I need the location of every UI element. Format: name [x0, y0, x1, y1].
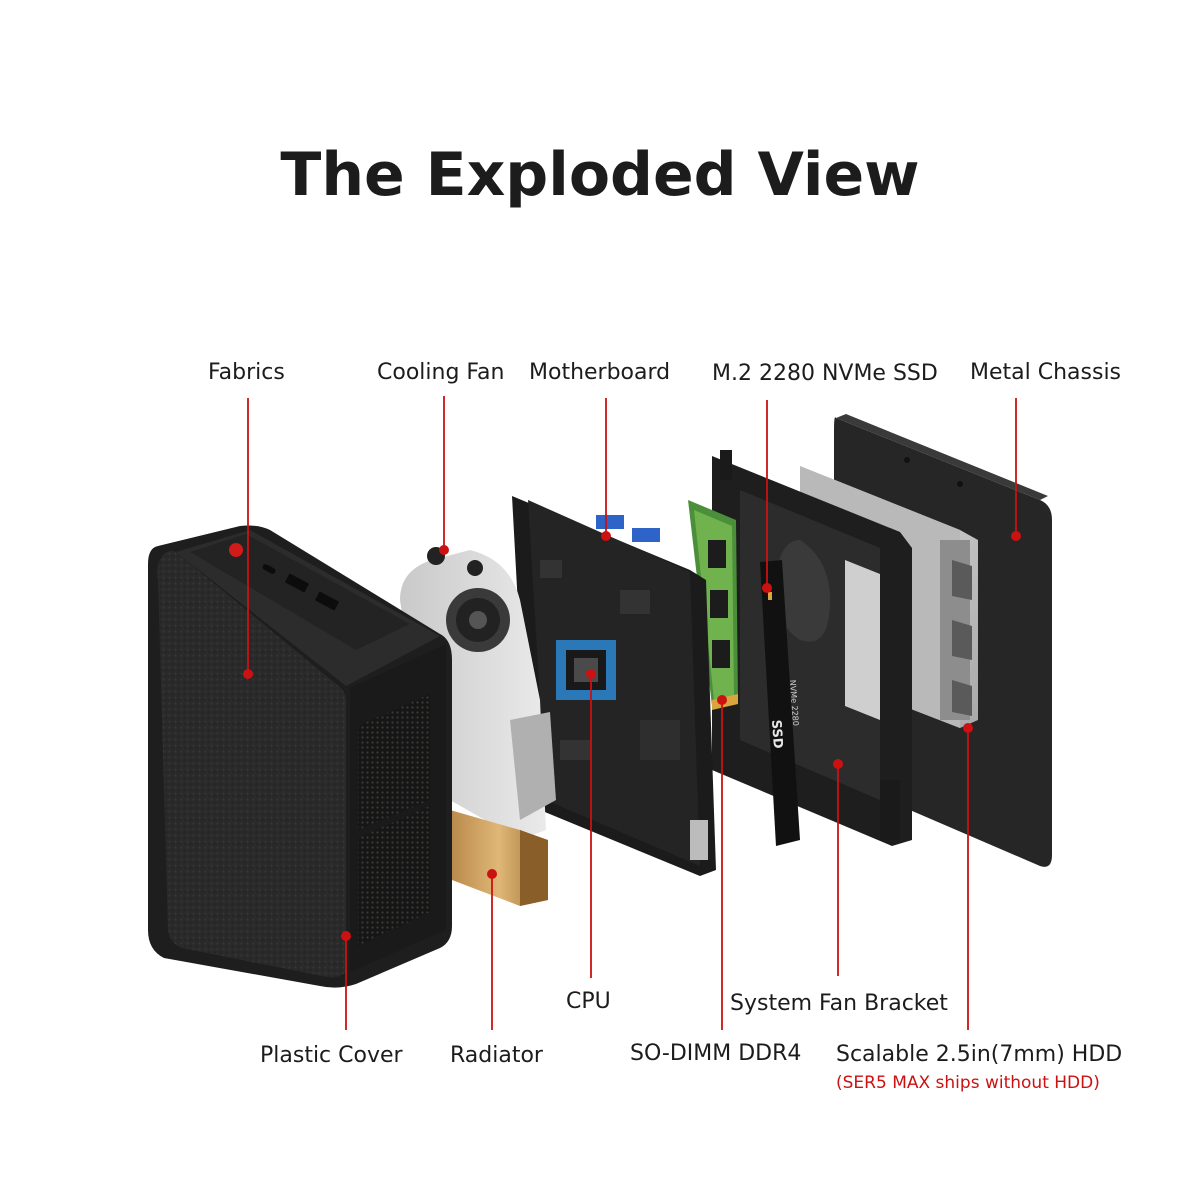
label-cpu: CPU: [566, 989, 611, 1014]
dot-fabrics: [243, 669, 253, 679]
plastic-cover-part: [148, 525, 452, 988]
label-radiator: Radiator: [450, 1043, 543, 1068]
radiator-part: [450, 810, 548, 906]
dot-motherboard: [601, 531, 611, 541]
label-system-fan-bracket: System Fan Bracket: [730, 991, 948, 1016]
dot-radiator: [487, 869, 497, 879]
dot-ssd: [762, 583, 772, 593]
label-motherboard: Motherboard: [529, 360, 671, 385]
label-cooling-fan: Cooling Fan: [377, 360, 505, 385]
dot-cpu: [586, 669, 596, 679]
label-hdd-note: (SER5 MAX ships without HDD): [836, 1073, 1100, 1093]
motherboard-part: [512, 496, 716, 876]
dot-metal-chassis: [1011, 531, 1021, 541]
dot-so-dimm: [717, 695, 727, 705]
label-hdd: Scalable 2.5in(7mm) HDD: [836, 1042, 1123, 1067]
dot-hdd: [963, 723, 973, 733]
dot-system-fan-bracket: [833, 759, 843, 769]
label-ssd: M.2 2280 NVMe SSD: [712, 361, 938, 386]
ssd-model-text: NVMe 2280: [788, 680, 800, 727]
label-so-dimm: SO-DIMM DDR4: [630, 1041, 802, 1066]
page-title: The Exploded View: [280, 140, 920, 210]
label-fabrics: Fabrics: [208, 360, 285, 385]
ssd-brand-text: SSD: [768, 719, 785, 749]
dot-cooling-fan: [439, 545, 449, 555]
label-metal-chassis: Metal Chassis: [970, 360, 1122, 385]
label-plastic-cover: Plastic Cover: [260, 1043, 403, 1068]
dot-plastic-cover: [341, 931, 351, 941]
so-dimm-part: [688, 500, 738, 710]
ssd-part: SSD NVMe 2280: [760, 560, 800, 846]
